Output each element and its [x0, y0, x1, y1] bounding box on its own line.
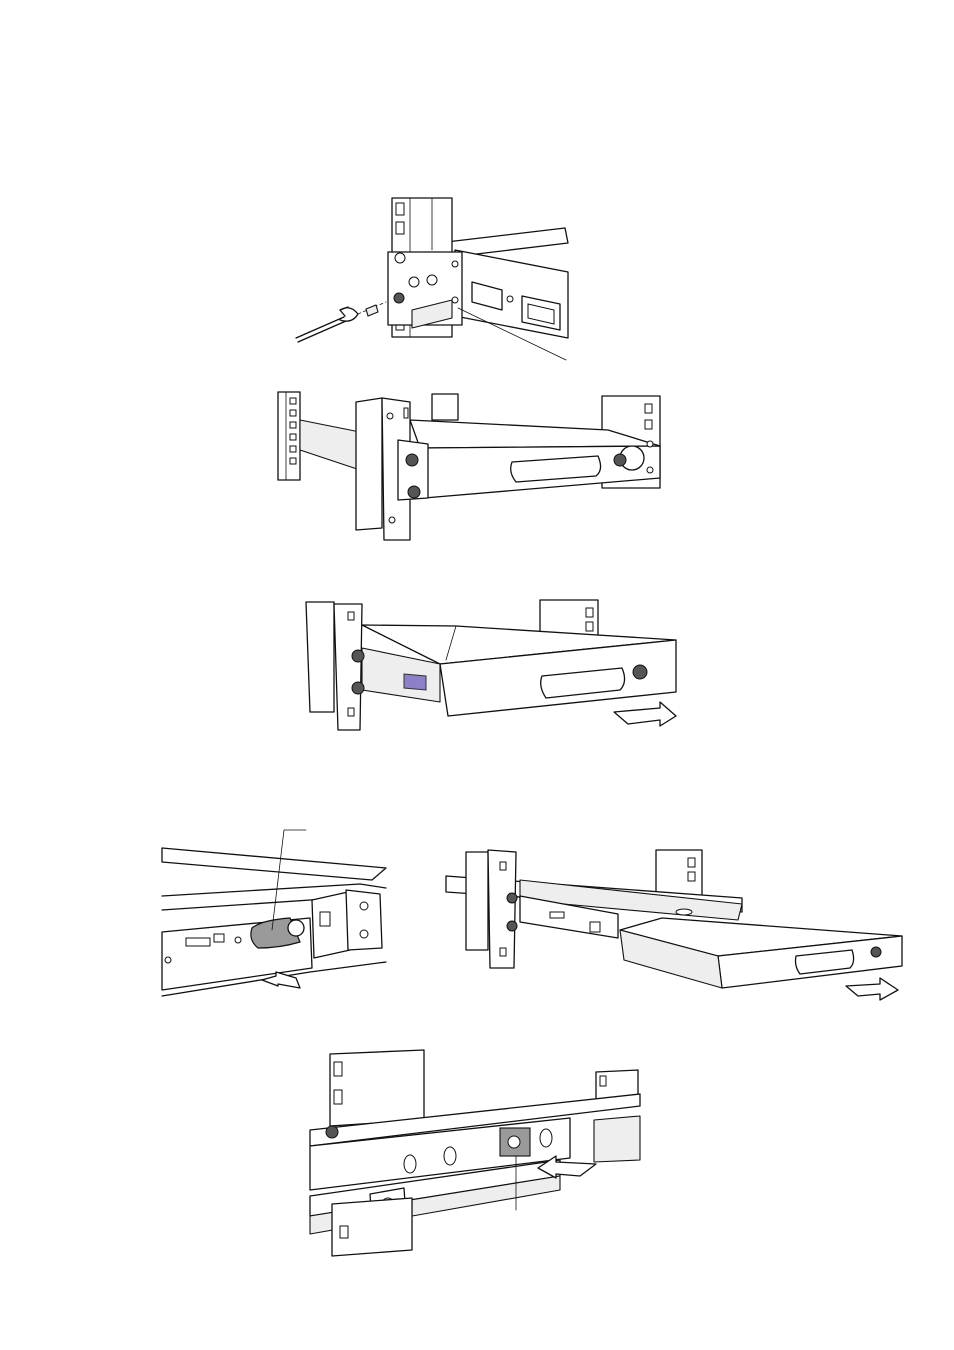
pull-arrow — [614, 702, 676, 726]
bracket — [312, 892, 350, 958]
front-post — [330, 1050, 424, 1126]
thumbscrew — [614, 454, 626, 466]
rack-ear — [346, 890, 382, 950]
figure-slide-out — [306, 600, 676, 730]
figure-rails-extended — [446, 850, 902, 1000]
callout-leader — [272, 830, 306, 930]
front-post-a — [306, 602, 334, 712]
screwdriver-shaft — [296, 317, 344, 338]
front-post-a — [466, 852, 488, 950]
figure-rail-lock — [310, 1050, 640, 1256]
thumbscrew — [871, 947, 881, 957]
front-left-post-a — [356, 398, 382, 530]
figure-chassis-in-rack — [278, 392, 660, 540]
figure-rear-bracket-screw — [296, 198, 568, 360]
thumbscrew — [633, 665, 647, 679]
screw-head — [394, 293, 404, 303]
screw — [366, 305, 378, 316]
release-tab — [404, 674, 426, 690]
side-rail — [300, 420, 360, 470]
rear-left-post — [278, 392, 300, 480]
chassis-top-edge — [162, 848, 386, 880]
rotate-arrow — [340, 308, 358, 321]
pull-arrow — [846, 978, 898, 1000]
figure-release-latch — [162, 830, 386, 996]
